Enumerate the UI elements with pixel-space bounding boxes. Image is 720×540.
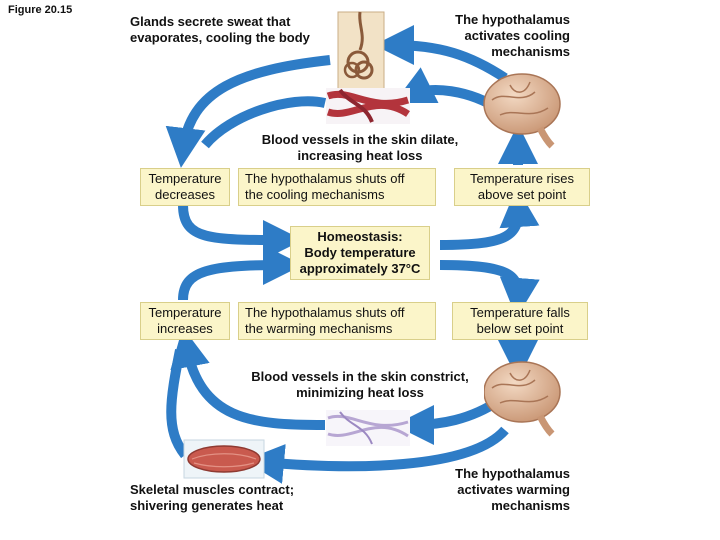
- vessels-dilate-label: Blood vessels in the skin dilate, increa…: [238, 132, 482, 164]
- skeletal-muscle-icon: [183, 439, 265, 479]
- temp-increases-box: Temperature increases: [140, 302, 230, 340]
- hypothalamus-warming-label: The hypothalamus activates warming mecha…: [455, 466, 570, 513]
- temp-rises-box: Temperature rises above set point: [454, 168, 590, 206]
- glands-label: Glands secrete sweat that evaporates, co…: [130, 14, 310, 45]
- brain-icon: [483, 73, 561, 149]
- arrow-homeostasis-to-falls: [439, 260, 540, 318]
- brain-icon: [483, 361, 561, 437]
- temp-decreases-box: Temperature decreases: [140, 168, 230, 206]
- vessels-constrict-label: Blood vessels in the skin constrict, min…: [236, 369, 484, 401]
- arrow-increases-to-homeostasis: [178, 245, 303, 301]
- arrow-muscle-to-increases: [166, 349, 190, 459]
- arrow-homeostasis-to-rises: [439, 187, 540, 250]
- blood-vessels-icon: [326, 88, 410, 124]
- cooling-shutoff-box: The hypothalamus shuts off the cooling m…: [238, 168, 436, 206]
- sweat-gland-icon: [337, 11, 385, 93]
- arrow-decreases-to-homeostasis: [178, 204, 303, 260]
- warming-shutoff-box: The hypothalamus shuts off the warming m…: [238, 302, 436, 340]
- arrow-constrict-to-increases: [170, 327, 326, 430]
- arrow-hypothalamus-to-muscle: [244, 426, 509, 484]
- muscles-label: Skeletal muscles contract; shivering gen…: [130, 482, 295, 513]
- hypothalamus-cooling-label: The hypothalamus activates cooling mecha…: [455, 12, 570, 59]
- arrow-gland-to-decreases: [165, 55, 331, 168]
- blood-vessels-icon: [326, 410, 410, 446]
- arrow-vessels-to-decreases: [201, 96, 327, 149]
- figure-label: Figure 20.15: [8, 4, 73, 16]
- arrow-hypothalamus-to-gland: [374, 25, 508, 83]
- temp-falls-box: Temperature falls below set point: [452, 302, 588, 340]
- homeostasis-box: Homeostasis: Body temperature approximat…: [290, 226, 430, 280]
